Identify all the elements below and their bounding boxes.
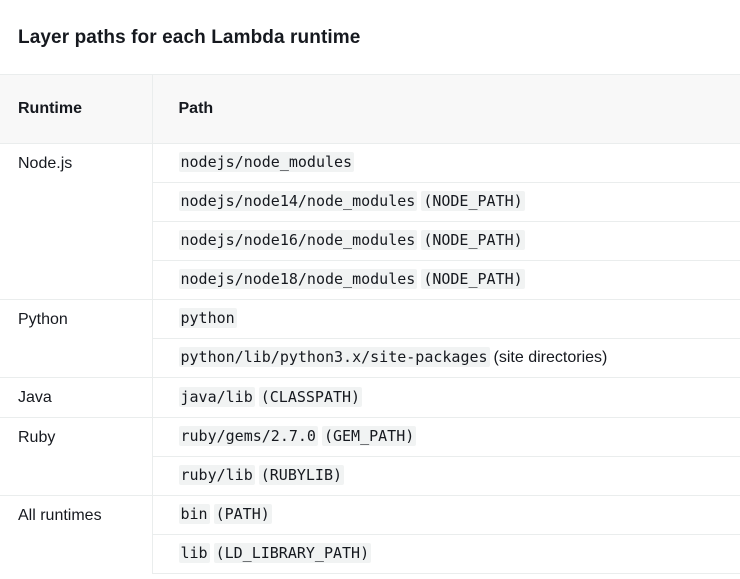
path-code: java/lib [178, 386, 255, 407]
runtime-label: All runtimes [18, 506, 102, 524]
path-suffix: (RUBYLIB) [258, 465, 345, 485]
table-header: Runtime Path [0, 75, 740, 144]
table-row: lib(LD_LIBRARY_PATH) [0, 533, 740, 574]
runtime-cell: Python [0, 298, 152, 377]
runtime-cell: Node.js [0, 143, 152, 299]
path-code: ruby/gems/2.7.0 [178, 426, 318, 446]
path-cell: ruby/gems/2.7.0(GEM_PATH) [151, 416, 740, 456]
table-row: Ruby ruby/gems/2.7.0(GEM_PATH) [0, 416, 740, 495]
path-code: python/lib/python3.x/site-packages [178, 347, 490, 367]
path-code: python [178, 308, 237, 328]
runtime-cell: Java [0, 376, 152, 417]
table-row: Python python [0, 298, 740, 377]
table-row: Java java/lib(CLASSPATH) [0, 376, 740, 417]
column-header-runtime: Runtime [0, 75, 152, 144]
path-cell: python [151, 298, 740, 338]
path-code: nodejs/node_modules [178, 152, 355, 172]
table-row: python/lib/python3.x/site-packages(site … [0, 337, 740, 377]
path-cell: java/lib(CLASSPATH) [151, 376, 740, 417]
table-header-row: Runtime Path [0, 75, 740, 144]
path-suffix: (CLASSPATH) [258, 386, 363, 407]
page-title: Layer paths for each Lambda runtime [0, 0, 740, 75]
path-cell: nodejs/node18/node_modules(NODE_PATH) [151, 259, 740, 299]
runtime-label: Java [18, 388, 52, 406]
path-cell: ruby/lib(RUBYLIB) [151, 455, 740, 495]
runtime-label: Python [18, 310, 68, 328]
path-code: lib [178, 543, 210, 563]
table-row: nodejs/node14/node_modules(NODE_PATH) [0, 181, 740, 221]
runtime-label: Node.js [18, 154, 73, 172]
path-suffix: (NODE_PATH) [421, 230, 525, 250]
table-row: nodejs/node16/node_modules(NODE_PATH) [0, 220, 740, 260]
path-cell: bin(PATH) [151, 494, 740, 534]
path-suffix: (LD_LIBRARY_PATH) [213, 543, 372, 563]
path-suffix: (PATH) [213, 504, 272, 524]
path-cell: nodejs/node16/node_modules(NODE_PATH) [151, 220, 740, 260]
column-header-path: Path [151, 75, 740, 144]
path-suffix: (NODE_PATH) [421, 269, 525, 289]
path-code: ruby/lib [178, 465, 255, 485]
path-cell: lib(LD_LIBRARY_PATH) [151, 533, 740, 574]
table-body: Node.js nodejs/node_modules nodejs/node14/… [0, 142, 740, 574]
path-code: nodejs/node14/node_modules [178, 191, 418, 211]
runtime-cell: Ruby [0, 416, 152, 495]
table-row: Node.js nodejs/node_modules [0, 142, 740, 299]
table-row: All runtimes bin(PATH) [0, 494, 740, 573]
table-row: ruby/lib(RUBYLIB) [0, 455, 740, 495]
path-cell: nodejs/node_modules [151, 142, 740, 182]
path-code: bin [178, 504, 210, 524]
path-suffix: (site directories) [493, 349, 608, 366]
path-cell: nodejs/node14/node_modules(NODE_PATH) [151, 181, 740, 221]
path-suffix: (NODE_PATH) [421, 191, 525, 211]
path-cell: python/lib/python3.x/site-packages(site … [151, 337, 740, 377]
path-code: nodejs/node16/node_modules [178, 230, 418, 250]
table-row: nodejs/node18/node_modules(NODE_PATH) [0, 259, 740, 299]
runtime-cell: All runtimes [0, 494, 152, 573]
path-suffix: (GEM_PATH) [321, 426, 417, 446]
path-code: nodejs/node18/node_modules [178, 269, 418, 289]
runtime-label: Ruby [18, 428, 56, 446]
